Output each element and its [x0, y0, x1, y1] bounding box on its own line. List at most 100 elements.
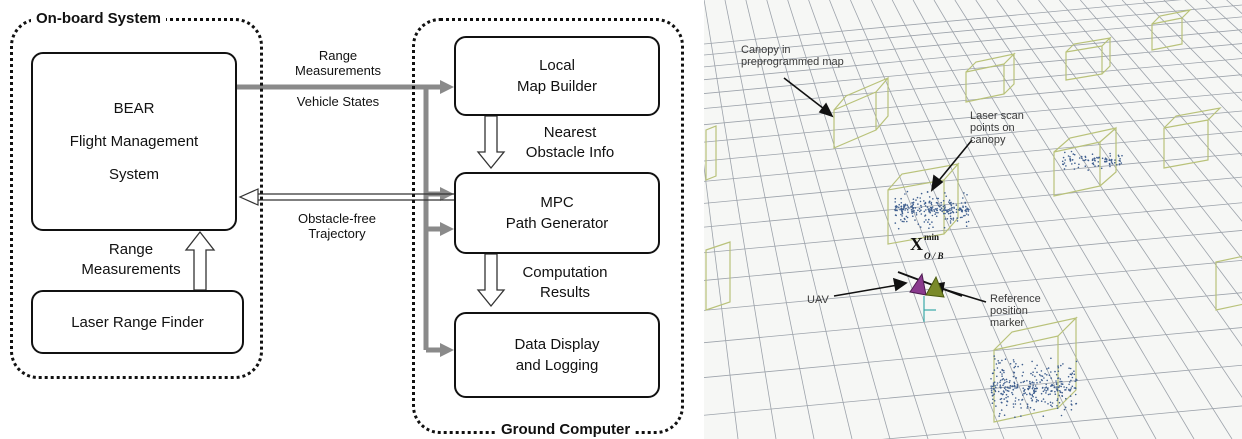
scan-point: [904, 218, 906, 221]
scan-point: [1055, 382, 1058, 384]
laser-pointer-head: [930, 174, 944, 192]
scan-point: [920, 192, 923, 195]
scan-point: [945, 195, 947, 197]
grid-line: [1121, 0, 1242, 128]
scan-point: [1002, 369, 1005, 372]
scan-point: [1001, 368, 1003, 371]
scan-point: [927, 208, 930, 211]
scan-point: [895, 209, 897, 212]
scan-point: [949, 208, 951, 210]
scan-point: [1012, 388, 1015, 391]
grid-line: [1038, 0, 1242, 260]
grid-line: [1079, 0, 1242, 188]
scan-point: [1070, 379, 1072, 382]
scan-point: [914, 219, 916, 221]
scan-point: [1041, 379, 1043, 382]
scan-point: [1071, 372, 1074, 375]
scan-point: [928, 218, 930, 221]
scan-point: [950, 203, 952, 206]
scan-point: [902, 208, 905, 210]
scan-point: [990, 378, 992, 380]
scan-point: [930, 201, 933, 204]
scan-point: [917, 203, 919, 205]
scan-point: [924, 205, 927, 207]
scan-point: [960, 210, 963, 212]
canopy-line-1: Canopy in: [741, 44, 791, 56]
scan-point: [937, 204, 940, 207]
scan-point: [918, 207, 921, 210]
scan-point: [919, 210, 921, 213]
scan-point: [928, 201, 930, 204]
scan-point: [926, 206, 929, 208]
grid-line: [954, 0, 1233, 439]
laser-hollow-arrow: [184, 230, 216, 291]
scan-point: [1008, 387, 1010, 389]
scan-point: [1097, 161, 1100, 163]
scan-point: [1012, 403, 1015, 405]
scan-point: [990, 385, 992, 388]
scan-point: [1120, 162, 1123, 164]
scan-point: [917, 223, 920, 225]
scan-point: [1075, 378, 1077, 381]
canopy-box: [1163, 107, 1222, 169]
canopy-boxes: [705, 9, 1242, 423]
uav-pointer: [833, 284, 899, 297]
scan-point: [992, 398, 994, 401]
scan-point: [906, 209, 909, 211]
canopy-pointer: [783, 77, 829, 113]
scan-point: [1034, 387, 1036, 390]
scan-point: [1035, 400, 1038, 403]
scan-point: [1109, 155, 1112, 157]
scan-point: [945, 209, 947, 211]
scan-point: [1003, 398, 1005, 400]
scan-point: [1096, 156, 1098, 159]
scan-point: [1005, 404, 1008, 407]
laser-scan-line-1: Laser scan: [970, 110, 1024, 122]
scan-point: [924, 215, 926, 217]
scan-point: [1064, 406, 1067, 409]
scan-point: [1003, 379, 1006, 381]
grid-line: [882, 405, 1242, 439]
bear-line-1: BEAR: [113, 100, 155, 117]
scan-point: [920, 213, 923, 215]
grid-line: [704, 110, 1242, 162]
scan-point: [1042, 386, 1044, 389]
scan-point: [935, 215, 938, 218]
scan-point: [952, 202, 954, 205]
scan-point: [925, 219, 927, 221]
scan-point: [1045, 390, 1048, 392]
scan-point: [1016, 386, 1019, 389]
scan-point: [1054, 370, 1056, 373]
scan-point: [1020, 407, 1022, 409]
scan-point: [1015, 387, 1018, 389]
scan-point: [1008, 381, 1011, 384]
scan-point: [1015, 363, 1017, 365]
scan-point: [928, 196, 931, 198]
scan-point: [1078, 157, 1081, 159]
scan-point: [1014, 365, 1017, 368]
scan-point: [1033, 392, 1036, 394]
scan-point: [1057, 365, 1059, 367]
grid-line: [704, 58, 1242, 109]
range-top-line-1: Range: [318, 48, 358, 63]
scan-point: [1034, 385, 1037, 387]
grid-line: [704, 259, 1242, 311]
scan-point: [1057, 389, 1059, 392]
scan-point: [1073, 153, 1076, 156]
scan-point: [931, 214, 934, 217]
scan-point: [1061, 380, 1063, 383]
mpc-line-1: MPC: [540, 194, 574, 211]
pointer-lines: [783, 77, 987, 303]
scan-point: [1053, 386, 1056, 388]
scan-point: [913, 211, 915, 213]
scan-point: [1056, 398, 1059, 400]
scan-point: [1042, 398, 1045, 400]
bear-line-3: System: [108, 166, 159, 183]
scan-point: [931, 210, 933, 212]
scan-point: [1094, 160, 1096, 162]
scan-point: [947, 212, 950, 215]
scan-point: [1000, 386, 1002, 389]
scan-point: [920, 204, 922, 207]
scan-point: [1029, 406, 1032, 409]
scan-point: [996, 375, 998, 378]
